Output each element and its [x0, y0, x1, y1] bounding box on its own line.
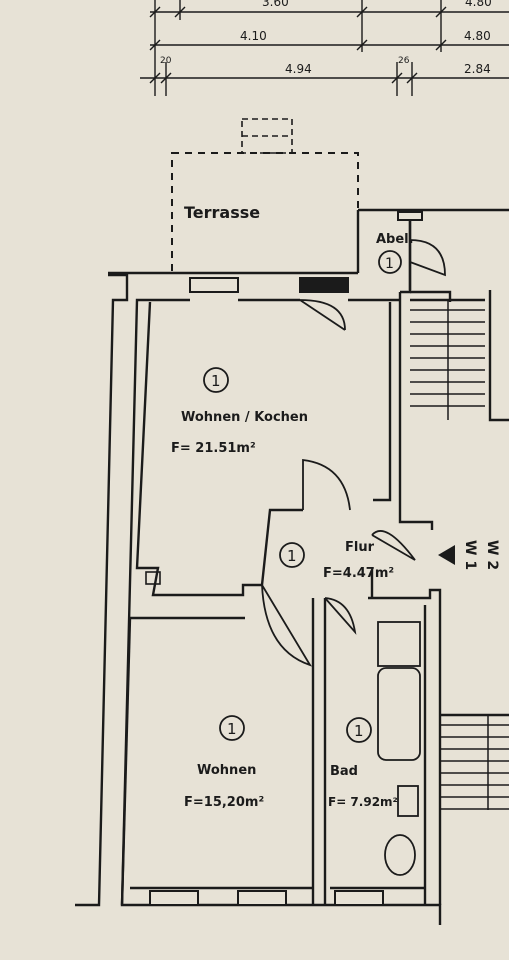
hall-room-marker [279, 542, 305, 568]
bath-room-number: 1 [354, 722, 364, 740]
stair-treads [410, 300, 509, 810]
dim-label-d: 4.80 [464, 29, 491, 43]
kitchen-room-area: F= 21.51m² [171, 441, 256, 456]
stair-mark-1: W 1 [462, 540, 478, 570]
dimension-lines [140, 0, 509, 96]
dimension-labels: 3.60 4.80 4.10 4.80 20 4.94 26 2.84 [160, 0, 492, 76]
dim-label-h: 2.84 [464, 62, 491, 76]
door-kitchen [302, 458, 351, 511]
living-room-marker [219, 715, 245, 741]
bath-room-marker [346, 717, 372, 743]
bathtub [377, 667, 421, 761]
window-kitchen-1 [189, 277, 239, 293]
hall-room-area: F=4.47m² [323, 566, 394, 581]
shaft-marker [145, 571, 161, 585]
window-kitchen-2 [299, 277, 349, 293]
bath-room-area: F= 7.92m² [328, 795, 398, 809]
window-bath [334, 890, 384, 906]
shower-tray [377, 621, 421, 667]
terrace: Terrasse [171, 118, 359, 274]
abel-room-label: Abel. [376, 232, 414, 247]
dim-label-g: 26 [398, 56, 410, 66]
kitchen-room-marker [203, 367, 229, 393]
toilet [384, 834, 416, 876]
door-entry [371, 530, 416, 561]
kitchen-room-label: Wohnen / Kochen [181, 410, 308, 425]
dim-label-c: 4.10 [240, 29, 267, 43]
living-room-number: 1 [227, 720, 237, 738]
door-terrace [299, 299, 346, 331]
living-room-area: F=15,20m² [184, 795, 264, 810]
hall-room-number: 1 [287, 547, 297, 565]
dim-label-b: 4.80 [465, 0, 492, 9]
window-living-2 [237, 890, 287, 906]
doors [261, 239, 446, 667]
door-bath [324, 597, 357, 635]
window-abel [397, 211, 423, 221]
dim-label-a: 3.60 [262, 0, 289, 9]
door-living [261, 584, 313, 667]
stair-mark-2: W 2 [484, 540, 500, 570]
stair-arrow [438, 545, 455, 565]
sink [397, 785, 419, 817]
bath-fixtures [377, 621, 421, 876]
bath-room-label: Bad [330, 764, 358, 779]
windows [149, 211, 423, 906]
abel-room-marker [378, 250, 402, 274]
window-living-1 [149, 890, 199, 906]
terrace-label: Terrasse [184, 203, 260, 222]
living-room-label: Wohnen [197, 763, 256, 778]
dim-label-e: 20 [160, 56, 172, 66]
hall-room-label: Flur [345, 540, 375, 555]
dim-label-f: 4.94 [285, 62, 312, 76]
kitchen-room-number: 1 [211, 372, 221, 390]
abel-room-number: 1 [385, 256, 394, 272]
door-abel [409, 239, 446, 277]
